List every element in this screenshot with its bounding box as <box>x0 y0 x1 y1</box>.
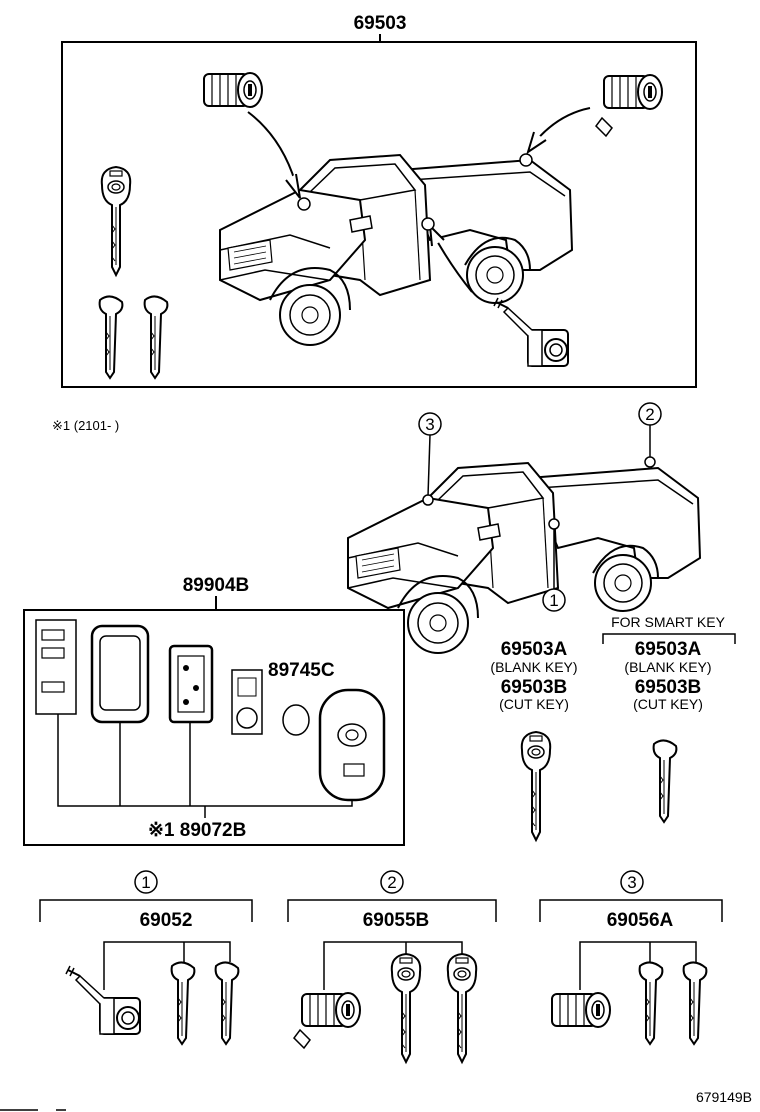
transmitter-part-number: ※1 89072B <box>148 820 246 841</box>
button-sheet-icon <box>35 619 77 715</box>
cylinder-set-3: 3 69056A <box>539 870 723 1045</box>
set-3-part-number: 69056A <box>607 910 674 931</box>
blank-key-label: (BLANK KEY) <box>490 659 577 675</box>
smart-keys-group: FOR SMART KEY 69503A (BLANK KEY) 69503B … <box>602 614 736 823</box>
emergency-key-icon <box>682 961 708 1045</box>
master-key-icon <box>390 953 422 1063</box>
cylinder-set-1: 1 69052 <box>39 870 253 1045</box>
tailgate-cylinder-icon <box>603 74 663 110</box>
emergency-key-icon <box>638 961 664 1045</box>
master-key-icon <box>100 166 132 276</box>
circuit-board-icon <box>168 644 214 724</box>
callout-3: 3 <box>418 412 442 506</box>
set-3-index: 3 <box>627 873 636 892</box>
set-1-part-number: 69052 <box>140 910 193 931</box>
battery-part-number: 89745C <box>268 660 335 681</box>
ignition-cylinder-icon <box>203 72 263 108</box>
emergency-key-icon <box>98 295 124 379</box>
cylinder-set-2: 2 69055B <box>287 870 497 1063</box>
assembly-group: 69503 <box>61 13 697 388</box>
smart-cut-key-label: (CUT KEY) <box>633 696 703 712</box>
battery-holder-icon <box>231 669 263 735</box>
door-cylinder-icon <box>493 297 569 367</box>
battery-icon <box>282 704 310 736</box>
smart-blank-key-part-number: 69503A <box>635 639 702 660</box>
set-2-part-number: 69055B <box>363 910 430 931</box>
smart-cut-key-part-number: 69503B <box>635 677 702 698</box>
smart-key-header: FOR SMART KEY <box>611 614 726 630</box>
smart-emergency-key-icon <box>652 739 678 823</box>
tailgate-cylinder-icon <box>551 992 611 1028</box>
standard-keys-group: 69503A (BLANK KEY) 69503B (CUT KEY) <box>490 639 578 841</box>
door-cylinder-icon <box>65 965 141 1035</box>
set-2-index: 2 <box>387 873 396 892</box>
remote-group: 89904B 89745C <box>23 575 405 846</box>
blank-key-part-number: 69503A <box>501 639 568 660</box>
remote-case-icon <box>90 624 150 724</box>
cut-key-part-number: 69503B <box>501 677 568 698</box>
truck-illustration-top <box>219 154 573 346</box>
callout-1: 1 <box>542 518 566 612</box>
remote-part-number: 89904B <box>183 575 250 596</box>
ignition-cylinder-icon <box>301 992 361 1028</box>
date-note: ※1 (2101- ) <box>52 418 119 433</box>
smart-key-fob-icon <box>318 688 386 802</box>
svg-text:1: 1 <box>549 591 558 610</box>
svg-text:3: 3 <box>425 415 434 434</box>
callout-2: 2 <box>638 402 662 468</box>
assembly-part-number: 69503 <box>354 13 407 34</box>
set-1-index: 1 <box>141 873 150 892</box>
emergency-key-icon <box>143 295 169 379</box>
emergency-key-icon <box>170 961 196 1045</box>
illustration-id: 679149B <box>696 1089 752 1105</box>
remote-frame <box>23 609 405 846</box>
standard-key-icon <box>520 731 552 841</box>
assembly-frame <box>61 41 697 388</box>
smart-blank-key-label: (BLANK KEY) <box>624 659 711 675</box>
master-key-icon <box>446 953 478 1063</box>
emergency-key-icon <box>214 961 240 1045</box>
svg-text:2: 2 <box>645 405 654 424</box>
cut-key-label: (CUT KEY) <box>499 696 569 712</box>
